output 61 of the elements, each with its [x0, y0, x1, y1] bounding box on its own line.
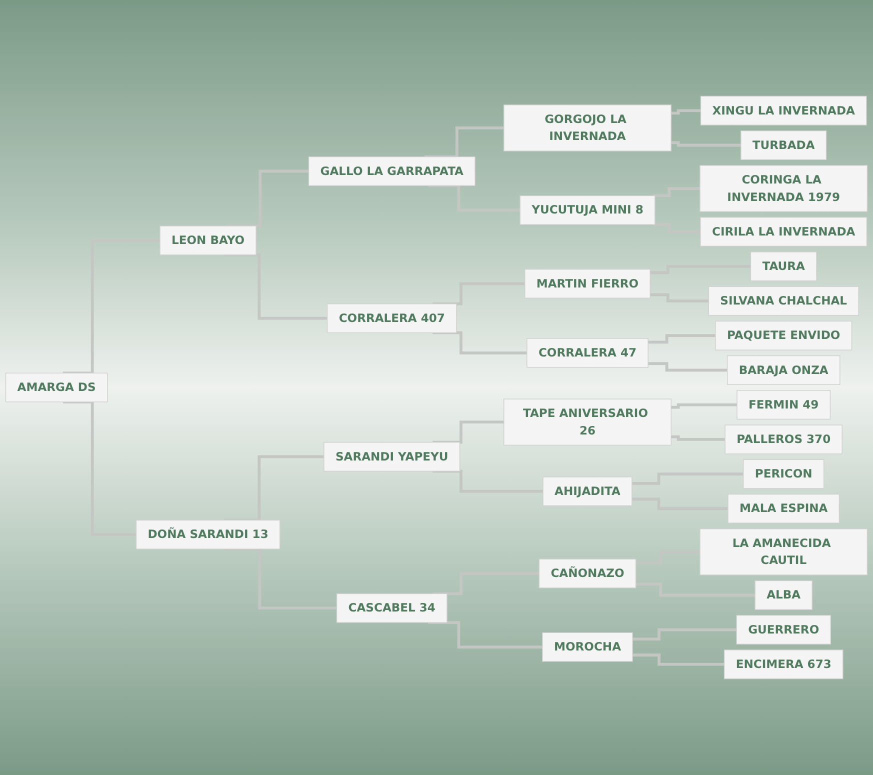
connector [632, 472, 744, 485]
connector [226, 170, 309, 228]
connector [432, 420, 504, 444]
node-box: DOÑA SARANDI 13 [136, 520, 280, 550]
connector [62, 238, 160, 375]
node-box: PAQUETE ENVIDO [715, 320, 852, 350]
connector [671, 403, 737, 409]
node-box: AMARGA DS [5, 372, 108, 402]
node-box: PERICON [742, 459, 824, 489]
node-box: SARANDI YAPEYU [324, 442, 460, 472]
node-box: ALBA [754, 580, 812, 610]
node-box: CORRALERA 47 [526, 338, 648, 368]
node-box: XINGU LA INVERNADA [700, 96, 867, 126]
connector [632, 628, 737, 641]
node-box: LEON BAYO [160, 226, 256, 256]
node-box: CORINGA LA INVERNADA 1979 [700, 165, 868, 212]
node-box: CORRALERA 407 [326, 304, 457, 334]
node-box: CASCABEL 34 [336, 593, 448, 623]
connector [671, 109, 701, 115]
connector [671, 141, 741, 147]
connector [632, 498, 728, 510]
node-box: PALLEROS 370 [724, 424, 842, 454]
connector [650, 293, 709, 302]
connector [224, 253, 328, 320]
connector [648, 362, 728, 372]
connector [432, 282, 525, 306]
node-box: TAURA [750, 252, 817, 282]
connector [652, 223, 700, 234]
node-box: TAPE ANIVERSARIO 26 [504, 398, 672, 446]
node-box: FERMIN 49 [736, 390, 831, 420]
connector [632, 654, 724, 666]
connector [648, 334, 716, 344]
connector [636, 582, 756, 597]
connector [432, 331, 527, 354]
node-box: ENCIMERA 673 [724, 650, 844, 680]
connector [424, 126, 504, 158]
connector [650, 264, 751, 274]
node-box: TURBADA [740, 130, 827, 160]
node-box: YUCUTUJA MINI 8 [520, 195, 656, 225]
connector [224, 455, 324, 522]
connector [62, 400, 136, 536]
connector [636, 550, 700, 564]
node-box: MARTIN FIERRO [524, 268, 650, 298]
node-box: CAÑONAZO [538, 558, 636, 588]
node-box: BARAJA ONZA [726, 355, 840, 385]
connector [224, 548, 337, 610]
connector [428, 184, 520, 212]
connector [432, 470, 544, 493]
node-box: MALA ESPINA [728, 494, 840, 524]
connector [671, 435, 726, 441]
node-box: GUERRERO [736, 614, 832, 645]
node-box: GORGOJO LA INVERNADA [504, 104, 672, 152]
connector [652, 187, 700, 198]
connector [428, 621, 542, 648]
node-box: CIRILA LA INVERNADA [700, 216, 868, 247]
node-box: SILVANA CHALCHAL [708, 286, 859, 316]
node-box: GALLO LA GARRAPATA [308, 156, 476, 186]
node-box: MOROCHA [542, 632, 633, 662]
connector [432, 572, 540, 596]
node-box: LA AMANECIDA CAUTIL [700, 528, 868, 576]
node-box: AHIJADITA [542, 476, 632, 506]
